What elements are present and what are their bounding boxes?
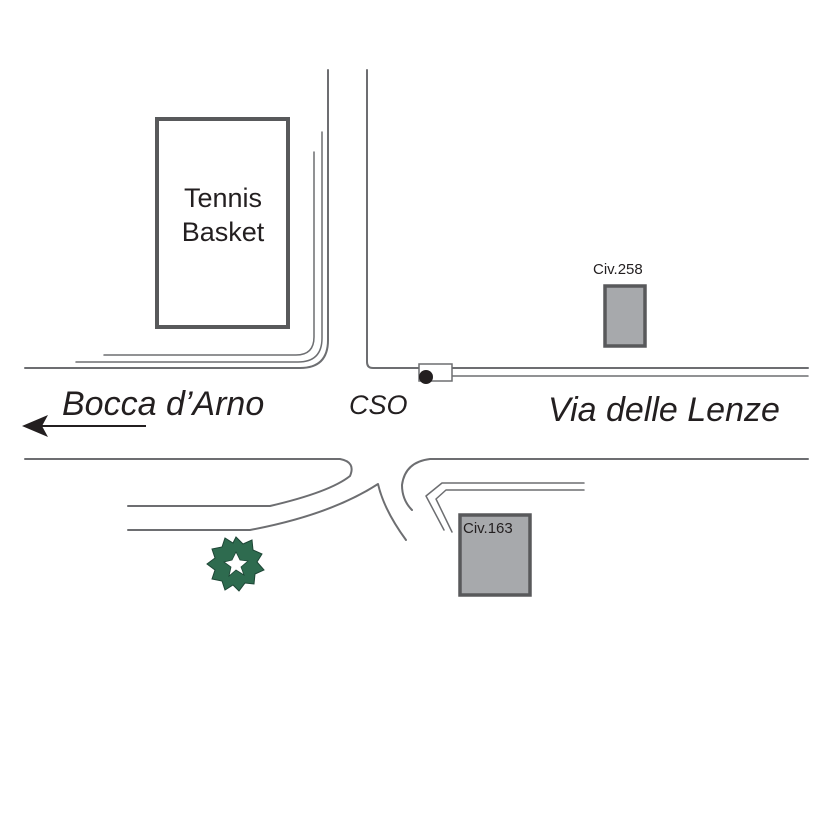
sidewalk-north-west-inner	[103, 151, 315, 356]
sidewalk-south-east-inner	[435, 489, 585, 533]
civ258-building	[603, 284, 647, 348]
civ163-label: Civ.163	[463, 520, 513, 537]
sidewalk-south-east-outer	[425, 482, 585, 531]
tree-icon	[206, 536, 265, 592]
road-edge-north-west	[24, 69, 329, 369]
tennis-label: Tennis	[183, 183, 263, 213]
bocca-darno-label: Bocca d’Arno	[62, 385, 265, 423]
road-edge-north-east	[366, 69, 809, 369]
civ258-label: Civ.258	[593, 261, 643, 278]
cso-label: CSO	[349, 390, 408, 420]
sidewalk-north-west-outer	[75, 131, 323, 363]
via-delle-lenze-label: Via delle Lenze	[548, 391, 780, 429]
road-edge-south-east	[401, 458, 809, 511]
civ163-building	[458, 513, 532, 597]
bus-stop-icon	[418, 363, 453, 384]
roads	[24, 69, 809, 541]
tennis-basket-building	[155, 117, 290, 329]
basket-label: Basket	[181, 217, 265, 247]
arrow-left-icon	[22, 415, 146, 437]
road-edge-south-west	[24, 458, 353, 507]
road-edge-south-west-inner	[127, 483, 407, 541]
